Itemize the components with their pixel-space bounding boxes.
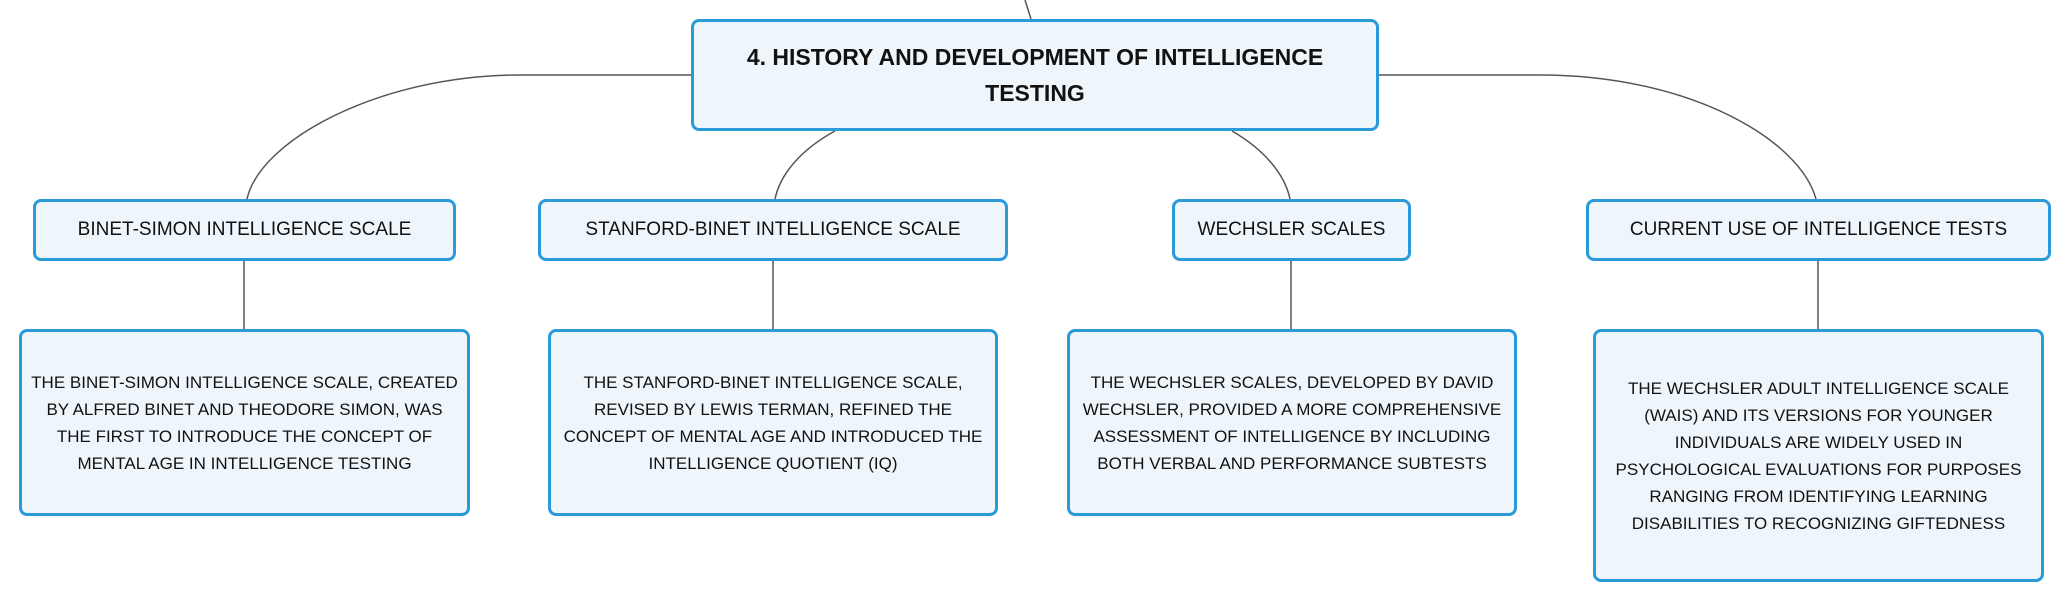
detail-text: THE WECHSLER SCALES, DEVELOPED BY DAVID … bbox=[1082, 372, 1502, 473]
branch-label: BINET-SIMON INTELLIGENCE SCALE bbox=[77, 219, 412, 240]
detail-text: THE STANFORD-BINET INTELLIGENCE SCALE, R… bbox=[563, 372, 983, 473]
branch-current-use[interactable]: CURRENT USE OF INTELLIGENCE TESTS bbox=[1586, 199, 2051, 261]
detail-wechsler-scales[interactable]: THE WECHSLER SCALES, DEVELOPED BY DAVID … bbox=[1067, 329, 1517, 516]
detail-current-use[interactable]: THE WECHSLER ADULT INTELLIGENCE SCALE (W… bbox=[1593, 329, 2044, 582]
connector-root-branch-4 bbox=[1379, 74, 1817, 200]
branch-wechsler-scales[interactable]: WECHSLER SCALES bbox=[1172, 199, 1411, 261]
detail-text: THE WECHSLER ADULT INTELLIGENCE SCALE (W… bbox=[1615, 378, 2022, 533]
branch-label: CURRENT USE OF INTELLIGENCE TESTS bbox=[1629, 219, 2008, 240]
branch-label: STANFORD-BINET INTELLIGENCE SCALE bbox=[585, 219, 961, 240]
connector-root-branch-1 bbox=[246, 74, 691, 200]
detail-stanford-binet[interactable]: THE STANFORD-BINET INTELLIGENCE SCALE, R… bbox=[548, 329, 998, 516]
branch-label: WECHSLER SCALES bbox=[1197, 219, 1386, 240]
branch-stanford-binet[interactable]: STANFORD-BINET INTELLIGENCE SCALE bbox=[538, 199, 1008, 261]
detail-text: THE BINET-SIMON INTELLIGENCE SCALE, CREA… bbox=[31, 372, 458, 473]
root-topic[interactable]: 4. HISTORY AND DEVELOPMENT OF INTELLIGEN… bbox=[691, 19, 1379, 131]
connector-root-branch-3 bbox=[1231, 130, 1291, 200]
root-topic-title: 4. HISTORY AND DEVELOPMENT OF INTELLIGEN… bbox=[746, 44, 1324, 106]
connector-parent bbox=[1024, 0, 1032, 20]
detail-binet-simon[interactable]: THE BINET-SIMON INTELLIGENCE SCALE, CREA… bbox=[19, 329, 470, 516]
branch-binet-simon[interactable]: BINET-SIMON INTELLIGENCE SCALE bbox=[33, 199, 456, 261]
connector-root-branch-2 bbox=[774, 130, 836, 200]
